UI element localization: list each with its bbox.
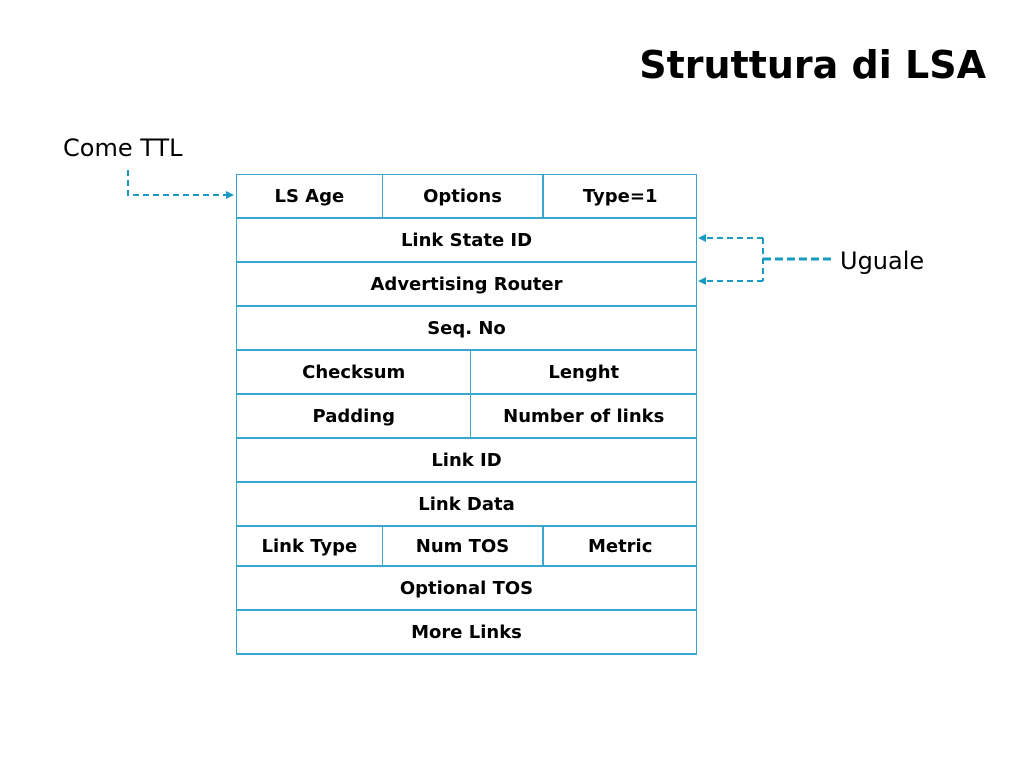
cell-number-of-links: Number of links xyxy=(470,395,696,437)
cell-link-data: Link Data xyxy=(418,493,515,515)
row-advertising-router: Advertising Router xyxy=(237,263,697,307)
cell-ls-age: LS Age xyxy=(274,185,345,207)
row-link-type: Link Type Num TOS Metric xyxy=(237,527,697,567)
cell-more-links: More Links xyxy=(411,621,522,643)
cell-seq-no: Seq. No xyxy=(427,317,506,339)
cell-num-tos: Num TOS xyxy=(381,527,543,565)
cell-advertising-router: Advertising Router xyxy=(370,273,563,295)
row-link-state-id: Link State ID xyxy=(237,219,697,263)
row-seq-no: Seq. No xyxy=(237,307,697,351)
cell-length: Lenght xyxy=(470,351,696,393)
row-more-links: More Links xyxy=(237,611,697,655)
cell-options: Options xyxy=(381,175,543,217)
annotation-uguale: Uguale xyxy=(840,247,925,275)
cell-checksum: Checksum xyxy=(302,361,406,383)
row-optional-tos: Optional TOS xyxy=(237,567,697,611)
cell-link-id: Link ID xyxy=(431,449,502,471)
cell-padding: Padding xyxy=(312,405,395,427)
row-checksum-length: Checksum Lenght xyxy=(237,351,697,395)
cell-link-type: Link Type xyxy=(261,535,358,557)
slide-title: Struttura di LSA xyxy=(639,43,986,87)
come-ttl-arrow xyxy=(127,170,234,199)
cell-type: Type=1 xyxy=(542,175,696,217)
lsa-structure-table: LS Age Options Type=1 Link State ID Adve… xyxy=(236,174,697,655)
cell-metric: Metric xyxy=(542,527,696,565)
row-header: LS Age Options Type=1 xyxy=(237,175,697,219)
row-link-data: Link Data xyxy=(237,483,697,527)
row-link-id: Link ID xyxy=(237,439,697,483)
row-padding-links: Padding Number of links xyxy=(237,395,697,439)
cell-optional-tos: Optional TOS xyxy=(399,577,534,599)
annotation-come-ttl: Come TTL xyxy=(63,134,183,162)
cell-link-state-id: Link State ID xyxy=(400,229,533,251)
